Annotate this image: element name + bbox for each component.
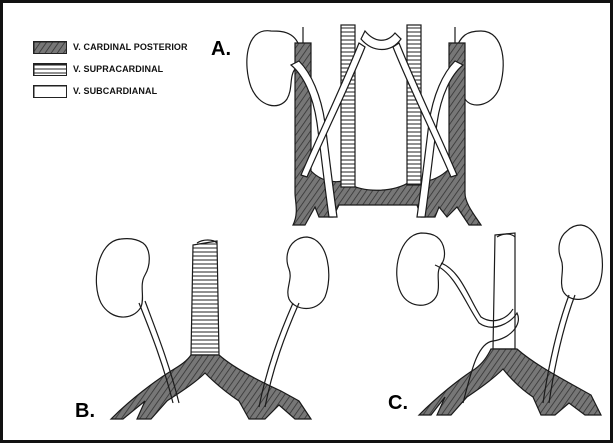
hatched-swatch-icon <box>33 41 67 54</box>
blank-swatch-icon <box>33 85 67 98</box>
legend-label-subcardinal: V. SUBCARDIANAL <box>73 86 157 96</box>
legend-item-supracardinal: V. SUPRACARDINAL <box>33 58 188 80</box>
panel-c-left-kidney <box>397 233 445 305</box>
legend-label-supracardinal: V. SUPRACARDINAL <box>73 64 163 74</box>
legend-item-subcardinal: V. SUBCARDIANAL <box>33 80 188 102</box>
panel-b-left-kidney <box>96 239 149 317</box>
legend-label-posterior: V. CARDINAL POSTERIOR <box>73 42 188 52</box>
panel-a-left-supracardinal <box>341 25 355 187</box>
legend-item-posterior: V. CARDINAL POSTERIOR <box>33 36 188 58</box>
panel-b-drawing <box>96 237 328 419</box>
panel-b-right-kidney <box>287 237 329 309</box>
panel-a-drawing <box>247 25 503 225</box>
panel-c-right-kidney <box>559 225 602 299</box>
panel-label-c: C. <box>388 392 408 415</box>
legend: V. CARDINAL POSTERIOR V. SUPRACARDINAL V… <box>33 36 188 102</box>
panel-a-left-kidney <box>247 31 300 106</box>
lined-swatch-icon <box>33 63 67 76</box>
panel-label-b: B. <box>75 400 95 423</box>
panel-c-iliac-bifurcation <box>419 349 601 415</box>
panel-c-drawing <box>397 225 603 415</box>
panel-label-a: A. <box>211 38 231 61</box>
panel-b-iliac-bifurcation <box>111 355 311 419</box>
panel-b-ivc <box>191 241 219 355</box>
